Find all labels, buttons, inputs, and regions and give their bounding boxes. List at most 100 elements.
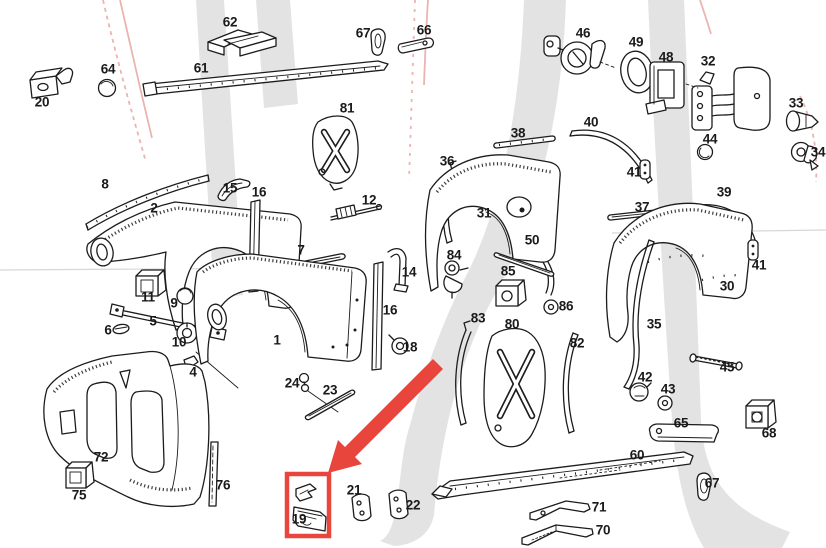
part-34-drawing bbox=[790, 141, 819, 171]
part-label-48[interactable]: 48 bbox=[659, 50, 675, 65]
part-label-1[interactable]: 1 bbox=[273, 333, 281, 348]
part-label-46[interactable]: 46 bbox=[576, 26, 592, 41]
part-43-drawing bbox=[657, 395, 673, 411]
part-label-10[interactable]: 10 bbox=[172, 335, 187, 350]
part-label-8[interactable]: 8 bbox=[101, 177, 109, 192]
part-label-64[interactable]: 64 bbox=[101, 62, 117, 77]
part-label-67[interactable]: 67 bbox=[356, 26, 371, 41]
part-label-49[interactable]: 49 bbox=[629, 35, 644, 50]
part-label-80[interactable]: 80 bbox=[505, 317, 520, 332]
part-label-31[interactable]: 31 bbox=[477, 206, 493, 221]
part-label-35[interactable]: 35 bbox=[647, 317, 663, 332]
part-label-24[interactable]: 24 bbox=[285, 376, 301, 391]
part-label-9[interactable]: 9 bbox=[170, 296, 178, 311]
part-20-drawing bbox=[29, 67, 74, 99]
part-9-drawing bbox=[176, 287, 194, 305]
part-label-41[interactable]: 41 bbox=[752, 258, 768, 273]
part-label-7[interactable]: 7 bbox=[297, 243, 305, 258]
part-label-16[interactable]: 16 bbox=[383, 303, 399, 318]
part-67-top-drawing bbox=[370, 28, 386, 56]
part-label-82[interactable]: 82 bbox=[570, 336, 585, 351]
part-label-68[interactable]: 68 bbox=[762, 426, 778, 441]
part-label-12[interactable]: 12 bbox=[362, 193, 377, 208]
part-label-15[interactable]: 15 bbox=[223, 181, 239, 196]
part-70-drawing bbox=[521, 524, 594, 546]
part-label-34[interactable]: 34 bbox=[811, 145, 826, 160]
part-65-drawing bbox=[648, 423, 719, 443]
part-33-drawing bbox=[785, 110, 819, 132]
part-label-38[interactable]: 38 bbox=[511, 126, 527, 141]
part-label-71[interactable]: 71 bbox=[592, 500, 608, 515]
part-label-40[interactable]: 40 bbox=[584, 115, 599, 130]
part-label-2[interactable]: 2 bbox=[150, 201, 158, 216]
part-84-drawing bbox=[443, 260, 469, 299]
part-67-bottom-drawing bbox=[696, 472, 712, 501]
part-label-30[interactable]: 30 bbox=[720, 279, 735, 294]
part-label-72[interactable]: 72 bbox=[94, 450, 109, 465]
part-label-11[interactable]: 11 bbox=[141, 290, 156, 305]
part-45-drawing bbox=[689, 353, 743, 371]
part-86-drawing bbox=[543, 299, 559, 315]
part-71-drawing bbox=[529, 500, 591, 521]
part-64-drawing bbox=[97, 78, 117, 98]
part-label-86[interactable]: 86 bbox=[559, 299, 575, 314]
part-label-6[interactable]: 6 bbox=[104, 323, 112, 338]
part-31-drawing bbox=[424, 154, 561, 296]
part-22-drawing bbox=[388, 489, 409, 520]
part-62-drawing bbox=[207, 29, 277, 57]
part-label-43[interactable]: 43 bbox=[661, 382, 677, 397]
part-30-drawing bbox=[605, 202, 753, 343]
part-label-36[interactable]: 36 bbox=[440, 154, 456, 169]
part-label-83[interactable]: 83 bbox=[471, 311, 487, 326]
part-label-4[interactable]: 4 bbox=[189, 365, 197, 380]
part-label-41[interactable]: 41 bbox=[627, 165, 643, 180]
part-label-84[interactable]: 84 bbox=[447, 248, 463, 263]
part-label-70[interactable]: 70 bbox=[596, 523, 611, 538]
part-label-18[interactable]: 18 bbox=[403, 340, 419, 355]
part-label-62[interactable]: 62 bbox=[223, 15, 238, 30]
part-label-50[interactable]: 50 bbox=[525, 233, 540, 248]
part-label-33[interactable]: 33 bbox=[789, 96, 805, 111]
part-23-drawing bbox=[304, 389, 356, 421]
part-61-drawing bbox=[142, 60, 389, 97]
part-label-37[interactable]: 37 bbox=[635, 200, 650, 215]
part-label-65[interactable]: 65 bbox=[674, 416, 690, 431]
part-label-20[interactable]: 20 bbox=[35, 95, 50, 110]
part-label-32[interactable]: 32 bbox=[701, 54, 716, 69]
part-10-drawing bbox=[176, 322, 239, 389]
part-68-drawing bbox=[745, 399, 777, 429]
part-label-42[interactable]: 42 bbox=[638, 370, 653, 385]
assembly-line bbox=[599, 61, 617, 69]
part-label-5[interactable]: 5 bbox=[149, 314, 157, 329]
part-label-19[interactable]: 19 bbox=[292, 512, 307, 527]
part-label-81[interactable]: 81 bbox=[340, 101, 356, 116]
part-label-39[interactable]: 39 bbox=[717, 185, 732, 200]
part-32-drawing bbox=[691, 66, 771, 131]
part-66-drawing bbox=[397, 37, 435, 54]
part-46-drawing bbox=[543, 35, 606, 75]
part-label-21[interactable]: 21 bbox=[347, 483, 363, 498]
part-label-76[interactable]: 76 bbox=[216, 478, 232, 493]
part-label-22[interactable]: 22 bbox=[406, 498, 421, 513]
part-11-drawing bbox=[135, 269, 167, 297]
part-18-drawing bbox=[388, 334, 409, 355]
part-label-16[interactable]: 16 bbox=[252, 185, 268, 200]
part-label-45[interactable]: 45 bbox=[720, 360, 736, 375]
part-label-66[interactable]: 66 bbox=[417, 23, 433, 38]
part-24-drawing bbox=[298, 372, 339, 413]
part-label-75[interactable]: 75 bbox=[72, 488, 88, 503]
part-83-drawing bbox=[455, 320, 472, 426]
part-label-60[interactable]: 60 bbox=[630, 448, 645, 463]
part-label-23[interactable]: 23 bbox=[323, 383, 339, 398]
part-1-drawing bbox=[193, 253, 367, 365]
part-12-drawing bbox=[330, 203, 383, 221]
part-label-14[interactable]: 14 bbox=[402, 265, 418, 280]
assembly-line bbox=[685, 83, 699, 89]
parts-artwork bbox=[29, 28, 819, 546]
part-label-44[interactable]: 44 bbox=[703, 132, 719, 147]
part-label-61[interactable]: 61 bbox=[194, 61, 210, 76]
part-75-drawing bbox=[65, 461, 95, 489]
part-label-85[interactable]: 85 bbox=[501, 264, 517, 279]
part-label-67[interactable]: 67 bbox=[705, 476, 720, 491]
